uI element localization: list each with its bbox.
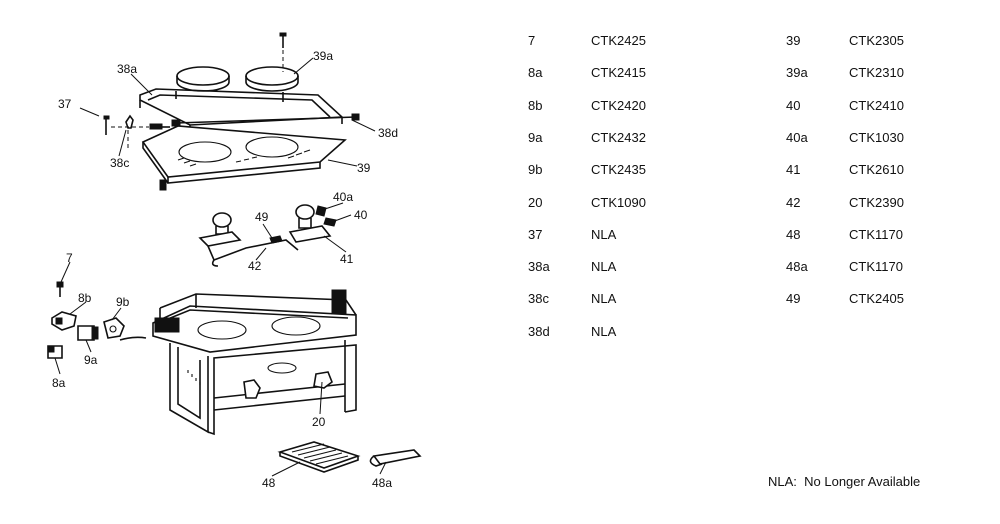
part-number: 8a <box>528 65 543 81</box>
callout-38c: 38c <box>110 156 129 170</box>
callout-20: 20 <box>312 415 326 429</box>
callout-38d: 38d <box>378 126 398 140</box>
part-number: 37 <box>528 226 543 242</box>
part-number: 40 <box>786 97 801 113</box>
part-code: NLA <box>591 226 617 242</box>
part-code: CTK2410 <box>849 97 904 113</box>
part-number: 48 <box>786 226 801 242</box>
part-9a-knob <box>77 325 99 341</box>
exploded-parts-diagram: 38a 37 38c 38d 39 39a 40a 40 49 41 42 7 … <box>47 32 422 490</box>
part-number: 9a <box>528 129 543 145</box>
callout-39: 39 <box>357 161 371 175</box>
parts-row: 40 CTK2410 <box>786 98 986 118</box>
grate-frame <box>139 88 344 133</box>
valve-assembly <box>198 204 337 267</box>
parts-row: 40a CTK1030 <box>786 130 986 150</box>
part-code: NLA <box>591 259 617 275</box>
parts-row: 48a CTK1170 <box>786 259 986 279</box>
callout-41: 41 <box>340 252 354 266</box>
parts-row: 38d NLA <box>528 324 728 344</box>
part-code: NLA <box>591 291 617 307</box>
callout-9b: 9b <box>116 295 130 309</box>
part-number: 7 <box>528 33 536 48</box>
callout-48: 48 <box>262 476 276 490</box>
part-number: 48a <box>786 259 808 275</box>
screw-top <box>279 32 287 72</box>
part-number: 8b <box>528 97 543 113</box>
leader-lines <box>54 57 387 477</box>
callout-8b: 8b <box>78 291 92 305</box>
callout-40: 40 <box>354 208 368 222</box>
parts-row: 49 CTK2405 <box>786 291 986 311</box>
part-number: 49 <box>786 291 801 307</box>
part-code: CTK2390 <box>849 194 904 210</box>
part-code: CTK2310 <box>849 65 904 81</box>
part-code: CTK1170 <box>849 259 903 275</box>
part-number: 38c <box>528 291 549 307</box>
part-9b-knob <box>103 317 125 339</box>
stove-body <box>152 289 357 436</box>
part-7-screw <box>56 281 64 297</box>
wire-lead <box>119 336 147 341</box>
callout-39a: 39a <box>313 49 333 63</box>
burner-cap-right <box>245 66 299 92</box>
burner-cap-left <box>176 66 230 92</box>
callout-labels: 38a 37 38c 38d 39 39a 40a 40 49 41 42 7 … <box>52 49 398 490</box>
part-code: CTK2425 <box>591 33 646 48</box>
part-number: 9b <box>528 162 543 178</box>
part-number: 39 <box>786 33 801 48</box>
callout-48a: 48a <box>372 476 392 490</box>
parts-row: 9a CTK2432 <box>528 130 728 150</box>
cross-bar <box>171 113 360 127</box>
part-8a-bracket <box>47 345 63 359</box>
burner-plate <box>141 125 347 191</box>
part-code: CTK2420 <box>591 97 646 113</box>
parts-row: 7 CTK2425 <box>528 33 728 53</box>
part-code: CTK1030 <box>849 129 904 145</box>
part-number: 42 <box>786 194 801 210</box>
callout-40a: 40a <box>333 190 353 204</box>
parts-row: 9b CTK2435 <box>528 162 728 182</box>
parts-row: 8a CTK2415 <box>528 65 728 85</box>
part-code: CTK2305 <box>849 33 904 48</box>
part-code: NLA <box>591 323 617 339</box>
drip-tray-48 <box>277 441 361 473</box>
parts-row: 20 CTK1090 <box>528 195 728 215</box>
callout-42: 42 <box>248 259 262 273</box>
parts-row: 38c NLA <box>528 291 728 311</box>
part-code: CTK2405 <box>849 291 904 307</box>
part-code: CTK2435 <box>591 162 646 178</box>
parts-row: 39 CTK2305 <box>786 33 986 53</box>
callout-37: 37 <box>58 97 72 111</box>
callout-49: 49 <box>255 210 269 224</box>
part-code: CTK2610 <box>849 162 904 178</box>
callout-38a: 38a <box>117 62 137 76</box>
part-number: 41 <box>786 162 801 178</box>
clip-38c <box>125 114 134 150</box>
tray-handle-48a <box>369 449 422 467</box>
part-8b-bracket <box>51 311 77 331</box>
callout-7: 7 <box>66 251 73 265</box>
parts-row: 8b CTK2420 <box>528 98 728 118</box>
part-number: 38a <box>528 259 550 275</box>
parts-row: 41 CTK2610 <box>786 162 986 182</box>
part-number: 39a <box>786 65 808 81</box>
part-code: CTK1090 <box>591 194 646 210</box>
part-number: 38d <box>528 323 550 339</box>
part-code: CTK2415 <box>591 65 646 81</box>
parts-row: 37 NLA <box>528 227 728 247</box>
callout-8a: 8a <box>52 376 66 390</box>
parts-row: 39a CTK2310 <box>786 65 986 85</box>
parts-row: 48 CTK1170 <box>786 227 986 247</box>
parts-row: 42 CTK2390 <box>786 195 986 215</box>
screw-37 <box>103 115 170 135</box>
part-code: CTK2432 <box>591 129 646 145</box>
legend-note: NLA: No Longer Available <box>768 474 921 489</box>
parts-row: 38a NLA <box>528 259 728 279</box>
part-code: CTK1170 <box>849 226 903 242</box>
part-number: 40a <box>786 129 808 145</box>
part-number: 20 <box>528 194 543 210</box>
callout-9a: 9a <box>84 353 98 367</box>
